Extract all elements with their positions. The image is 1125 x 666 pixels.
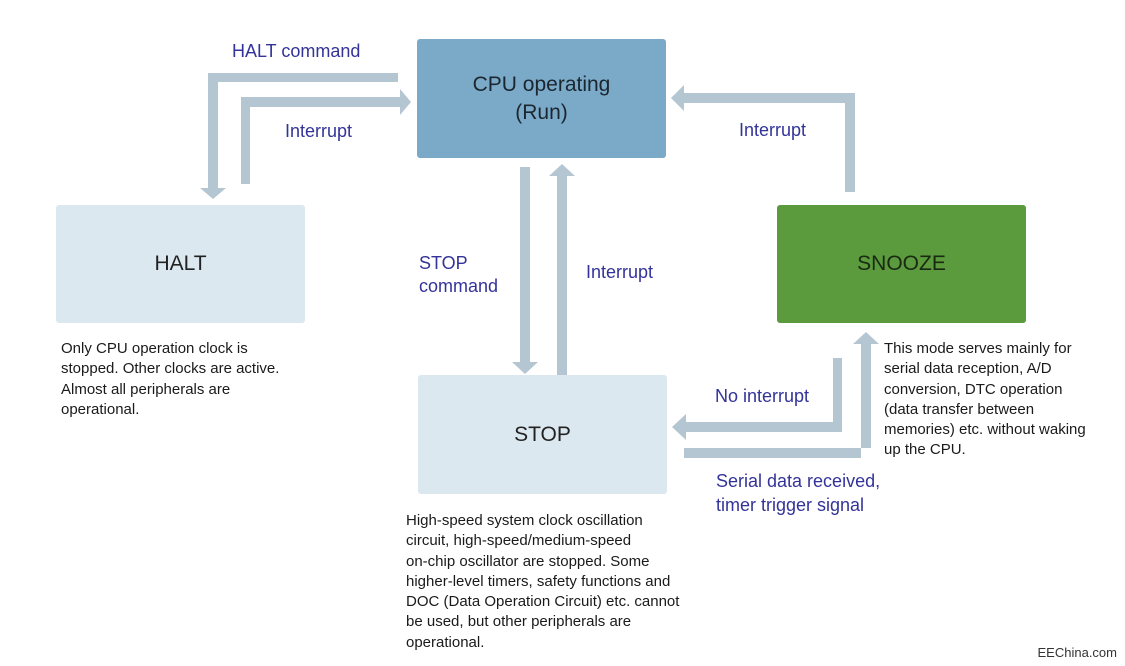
cpu-operating-state: CPU operating (Run) (417, 39, 666, 158)
stop-description: High-speed system clock oscillation circ… (406, 512, 680, 651)
arrow-no-interrupt (672, 358, 842, 440)
halt-description: Only CPU operation clock is stopped. Oth… (61, 340, 280, 418)
no-interrupt-label: No interrupt (715, 386, 810, 406)
halt-state-label: HALT (154, 252, 207, 275)
arrow-snooze-interrupt (671, 85, 855, 192)
stop-command-label: STOP command (419, 253, 499, 296)
stop-state: STOP (418, 375, 667, 494)
halt-state: HALT (56, 205, 305, 323)
stop-state-label: STOP (514, 422, 571, 446)
stop-interrupt-label: Interrupt (586, 262, 654, 282)
snooze-description: This mode serves mainly for serial data … (884, 340, 1086, 459)
serial-trigger-label: Serial data received, timer trigger sign… (716, 471, 881, 515)
snooze-state-label: SNOOZE (857, 252, 946, 275)
arrow-stop-interrupt (549, 164, 575, 376)
watermark: EEChina.com (1037, 645, 1117, 660)
snooze-interrupt-label: Interrupt (739, 120, 807, 140)
arrow-stop-command (512, 167, 538, 374)
arrow-halt-interrupt (241, 89, 411, 184)
cpu-state-line-1: CPU operating (472, 72, 611, 96)
halt-command-label: HALT command (232, 41, 361, 61)
snooze-state: SNOOZE (777, 205, 1026, 323)
halt-interrupt-label: Interrupt (285, 121, 353, 141)
cpu-state-line-2: (Run) (515, 100, 568, 124)
